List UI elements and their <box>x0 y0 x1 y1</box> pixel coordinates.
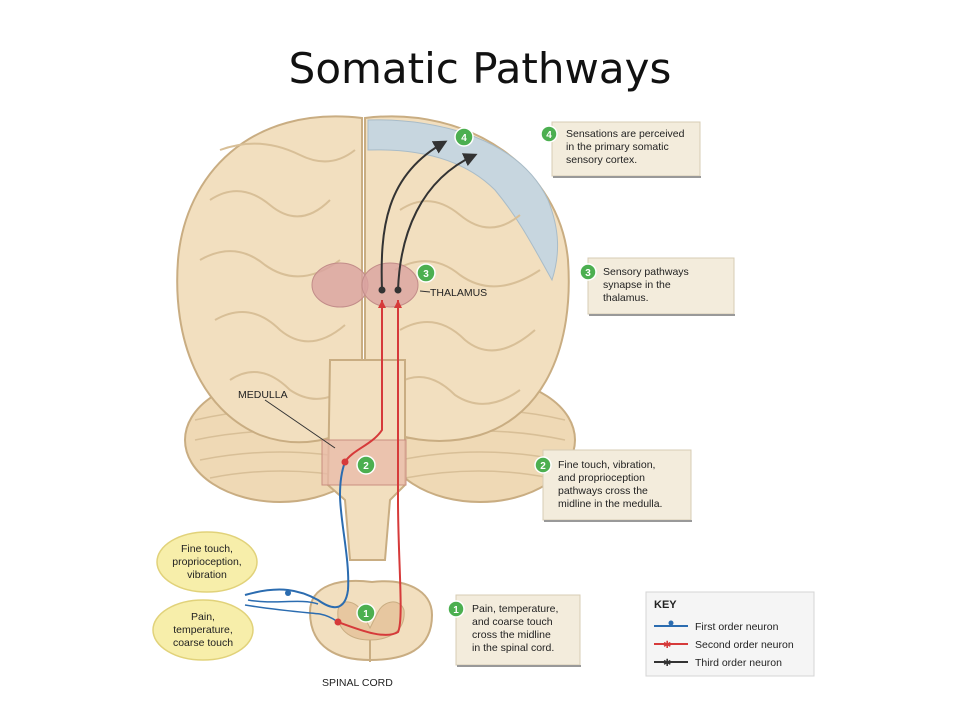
primary-somatic-sensory-cortex <box>367 119 559 282</box>
step-box-3: 3 Sensory pathways synapse in the thalam… <box>579 257 735 316</box>
svg-text:temperature,: temperature, <box>173 624 233 636</box>
svg-text:✱: ✱ <box>663 640 671 651</box>
svg-text:Third order neuron: Third order neuron <box>695 657 782 669</box>
svg-text:midline in the medulla.: midline in the medulla. <box>558 498 662 510</box>
svg-text:in the primary somatic: in the primary somatic <box>566 141 669 153</box>
svg-text:Fine touch, vibration,: Fine touch, vibration, <box>558 459 655 471</box>
svg-text:coarse touch: coarse touch <box>173 637 233 649</box>
medulla-label: MEDULLA <box>238 389 288 401</box>
svg-text:sensory cortex.: sensory cortex. <box>566 154 637 166</box>
second-order-neuron-path-medulla <box>344 300 383 463</box>
svg-text:Pain,: Pain, <box>191 611 215 623</box>
svg-text:2: 2 <box>363 461 369 472</box>
neuron-pathways <box>244 140 478 636</box>
step-box-2: 2 Fine touch, vibration, and propriocept… <box>534 449 692 522</box>
svg-text:1: 1 <box>363 609 369 620</box>
key-item-second-order: ✱ Second order neuron <box>654 639 794 651</box>
spinal-cord-section <box>308 579 434 662</box>
third-order-neuron-path-1 <box>380 140 448 291</box>
step-box-4: 4 Sensations are perceived in the primar… <box>540 121 701 178</box>
svg-text:thalamus.: thalamus. <box>603 292 649 304</box>
spinal-cord-label: SPINAL CORD <box>322 677 393 689</box>
key-legend: KEY First order neuron ✱ Second order ne… <box>645 591 815 677</box>
stimulus-pain: Pain, temperature, coarse touch <box>152 599 254 661</box>
svg-text:Pain, temperature,: Pain, temperature, <box>472 603 558 615</box>
svg-text:3: 3 <box>423 269 429 280</box>
stimulus-fine-touch: Fine touch, proprioception, vibration <box>156 531 258 593</box>
svg-text:and proprioception: and proprioception <box>558 472 645 484</box>
second-order-neuron-path-spinal <box>337 300 402 636</box>
svg-text:Sensory pathways: Sensory pathways <box>603 266 689 278</box>
svg-text:1: 1 <box>453 605 459 616</box>
slide-title: Somatic Pathways <box>288 44 672 93</box>
third-order-neuron-path-2 <box>397 153 478 291</box>
key-title: KEY <box>654 599 677 611</box>
svg-text:2: 2 <box>540 461 546 472</box>
svg-text:3: 3 <box>585 268 591 279</box>
svg-text:4: 4 <box>546 130 552 141</box>
svg-text:pathways cross the: pathways cross the <box>558 485 648 497</box>
svg-text:First order neuron: First order neuron <box>695 621 779 633</box>
first-order-neuron-path <box>244 461 350 609</box>
diagram-step-badges: 4 3 2 1 <box>356 127 474 623</box>
svg-text:vibration: vibration <box>187 569 227 581</box>
svg-text:✱: ✱ <box>663 658 671 669</box>
svg-text:4: 4 <box>461 133 467 144</box>
thalamus-label: THALAMUS <box>430 287 487 299</box>
svg-text:proprioception,: proprioception, <box>172 556 241 568</box>
svg-text:cross the midline: cross the midline <box>472 629 551 641</box>
thalamus <box>311 262 419 308</box>
cerebrum <box>176 115 570 444</box>
svg-text:Second order neuron: Second order neuron <box>695 639 794 651</box>
svg-text:and coarse touch: and coarse touch <box>472 616 553 628</box>
svg-text:Fine touch,: Fine touch, <box>181 543 233 555</box>
svg-text:in the spinal cord.: in the spinal cord. <box>472 642 554 654</box>
svg-text:Sensations are perceived: Sensations are perceived <box>566 128 685 140</box>
key-item-first-order: First order neuron <box>654 620 779 633</box>
key-item-third-order: ✱ Third order neuron <box>654 657 782 669</box>
svg-text:synapse in the: synapse in the <box>603 279 671 291</box>
step-box-1: 1 Pain, temperature, and coarse touch cr… <box>447 594 581 667</box>
